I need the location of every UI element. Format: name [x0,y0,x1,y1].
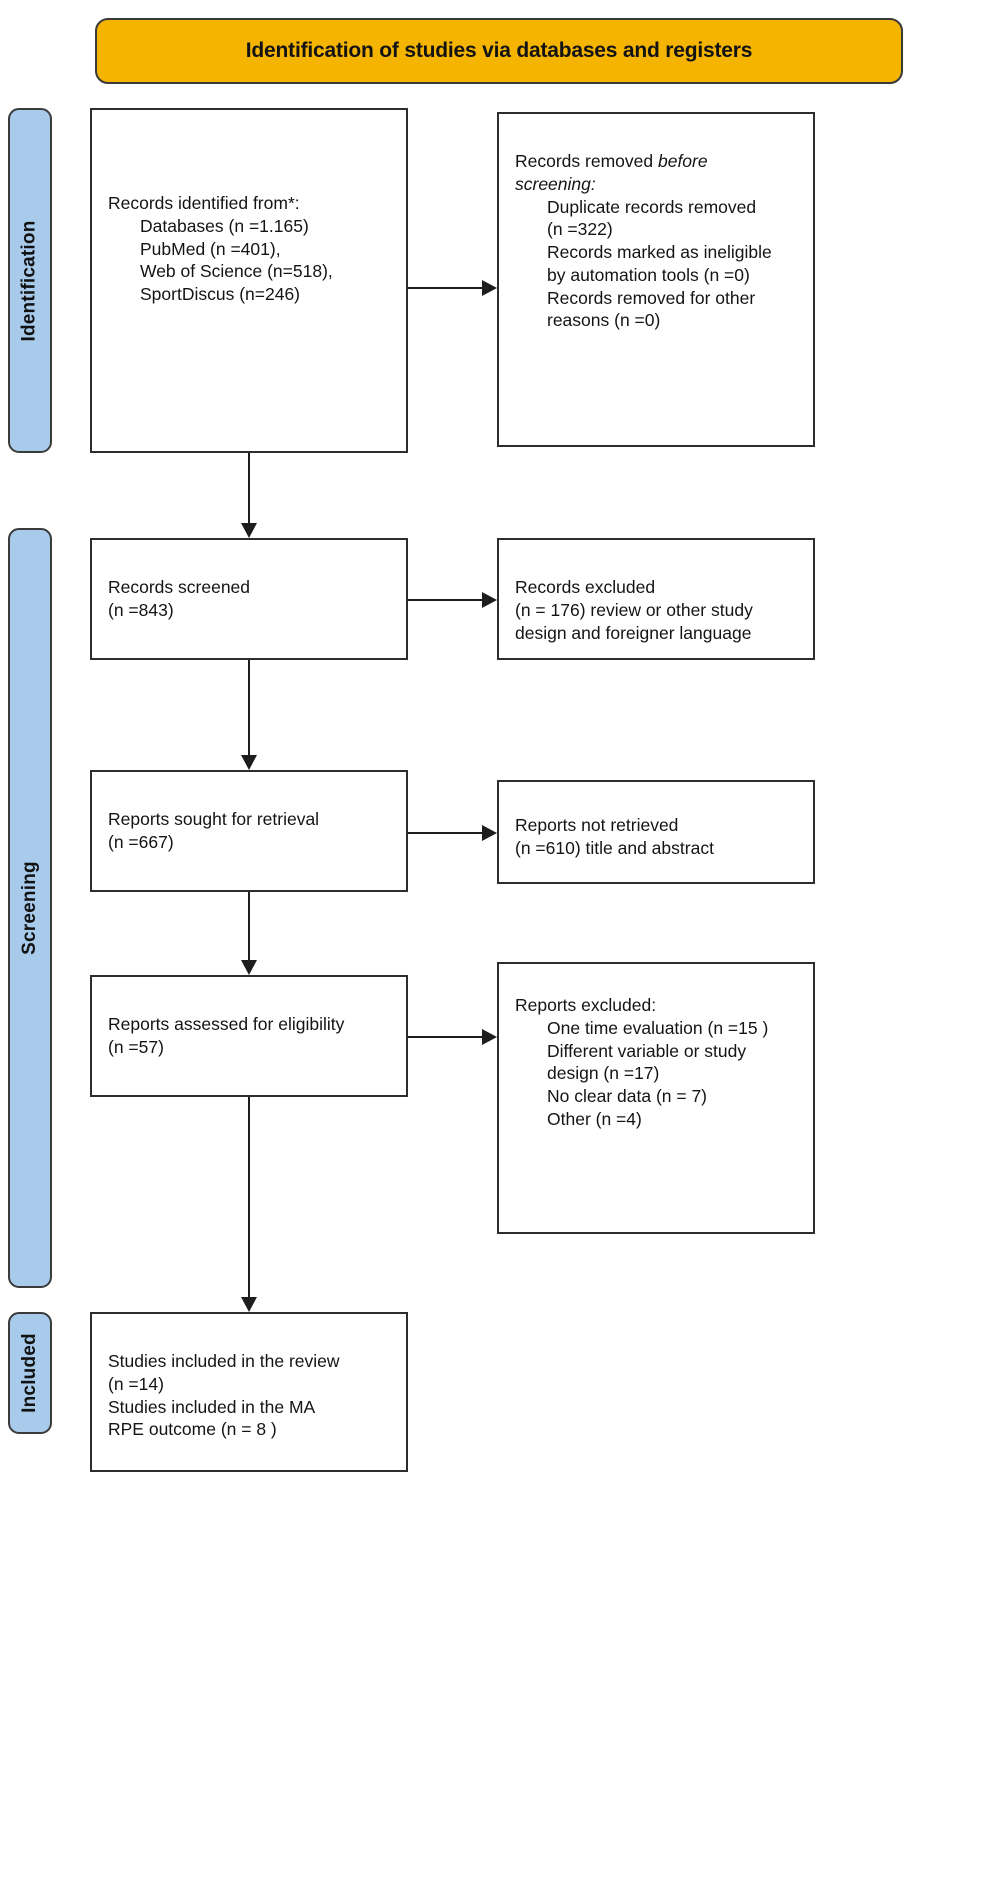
records-identified-line-5: SportDiscus (n=246) [140,284,301,304]
records-screened-line-2: (n =843) [108,599,174,620]
records-identified-line-1: Records identified from*: [108,193,300,213]
records-removed-line-1-prefix: Records removed [515,151,658,171]
records-excluded-line-3: design and foreigner language [515,622,752,643]
stage-label-screening: Screening [8,528,52,1288]
box-studies-included: Studies included in the review (n =14) S… [90,1312,408,1472]
records-removed-line-3: Duplicate records removed [547,196,757,217]
box-reports-sought-for-retrieval: Reports sought for retrieval (n =667) [90,770,408,892]
records-removed-line-5: Records marked as ineligible [547,242,772,262]
arrow-assessed-to-included [241,1297,257,1312]
records-removed-line-6: by automation tools (n =0) [547,264,750,285]
arrow-identified-to-removed [482,280,497,296]
studies-included-line-1: Studies included in the review [108,1351,340,1371]
arrow-identified-to-screened [241,523,257,538]
records-identified-line-2: Databases (n =1.165) [140,215,309,236]
records-removed-line-1-emphasis: before [657,151,708,171]
connector-identified-to-screened [248,453,250,523]
connector-screened-to-excluded [408,599,482,601]
reports-excluded-line-1: Reports excluded: [515,995,657,1015]
records-removed-line-4: (n =322) [547,219,613,240]
records-identified-line-3: PubMed (n =401), [140,238,281,259]
box-records-excluded: Records excluded (n = 176) review or oth… [497,538,815,660]
studies-included-line-3: Studies included in the MA [108,1396,316,1417]
connector-sought-to-assessed [248,892,250,960]
reports-excluded-line-4: design (n =17) [547,1063,660,1084]
records-removed-line-2: screening: [515,173,596,194]
connector-sought-to-not-retrieved [408,832,482,834]
reports-excluded-line-5: No clear data (n = 7) [547,1086,708,1106]
stage-label-included: Included [8,1312,52,1434]
box-records-removed-before-screening: Records removed before screening: Duplic… [497,112,815,447]
records-removed-line-1: Records removed before [515,150,801,173]
box-records-screened: Records screened (n =843) [90,538,408,660]
arrow-screened-to-excluded [482,592,497,608]
records-excluded-line-2: (n = 176) review or other study [515,599,753,620]
arrow-assessed-to-excluded [482,1029,497,1045]
studies-included-line-4: RPE outcome (n = 8 ) [108,1419,277,1440]
records-removed-line-7: Records removed for other [547,287,756,308]
reports-sought-line-2: (n =667) [108,831,174,852]
connector-screened-to-sought [248,660,250,755]
connector-assessed-to-excluded [408,1036,482,1038]
arrow-sought-to-not-retrieved [482,825,497,841]
diagram-title: Identification of studies via databases … [245,39,753,62]
records-identified-line-4: Web of Science (n=518), [140,261,333,282]
diagram-header-banner: Identification of studies via databases … [95,18,903,84]
stage-label-identification-text: Identification [19,219,40,342]
box-reports-not-retrieved: Reports not retrieved (n =610) title and… [497,780,815,884]
reports-assessed-line-2: (n =57) [108,1036,164,1057]
box-records-identified: Records identified from*: Databases (n =… [90,108,408,453]
reports-excluded-line-2: One time evaluation (n =15 ) [547,1017,769,1038]
reports-excluded-line-3: Different variable or study [547,1040,747,1061]
connector-identified-to-removed [408,287,482,289]
records-removed-line-8: reasons (n =0) [547,310,661,331]
studies-included-line-2: (n =14) [108,1373,164,1394]
stage-label-included-text: Included [19,1333,40,1413]
reports-assessed-line-1: Reports assessed for eligibility [108,1014,345,1034]
stage-label-identification: Identification [8,108,52,453]
reports-excluded-line-6: Other (n =4) [547,1108,642,1129]
box-reports-assessed-for-eligibility: Reports assessed for eligibility (n =57) [90,975,408,1097]
connector-assessed-to-included [248,1097,250,1297]
reports-not-retrieved-line-1: Reports not retrieved [515,815,679,835]
stage-label-screening-text: Screening [19,861,41,955]
records-excluded-line-1: Records excluded [515,577,656,597]
box-reports-excluded: Reports excluded: One time evaluation (n… [497,962,815,1234]
records-screened-line-1: Records screened [108,577,251,597]
arrow-sought-to-assessed [241,960,257,975]
reports-not-retrieved-line-2: (n =610) title and abstract [515,837,714,858]
reports-sought-line-1: Reports sought for retrieval [108,809,320,829]
arrow-screened-to-sought [241,755,257,770]
